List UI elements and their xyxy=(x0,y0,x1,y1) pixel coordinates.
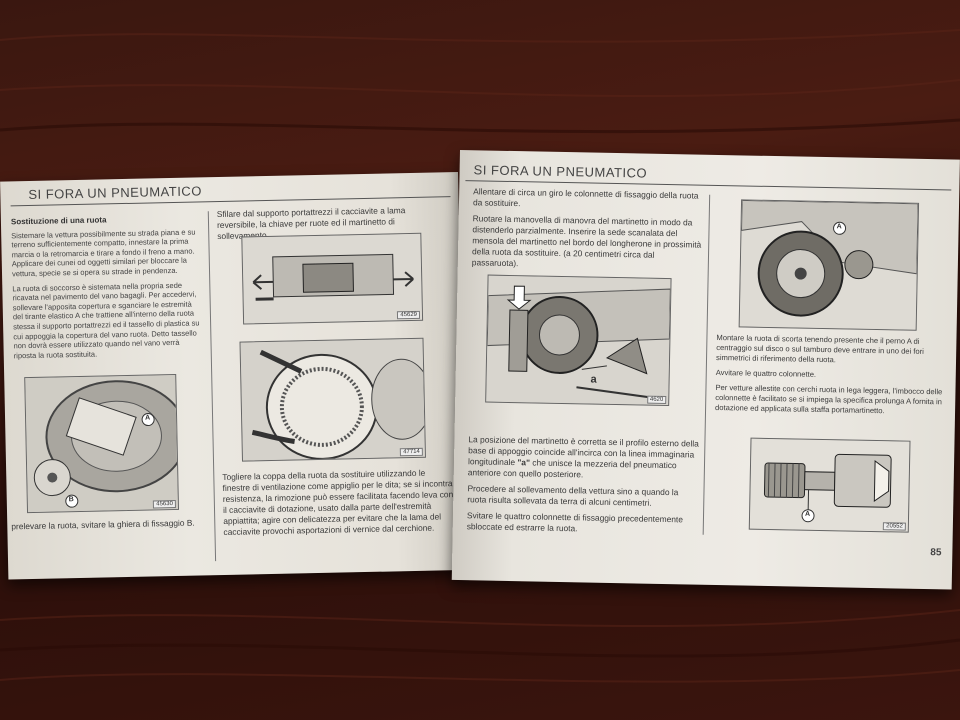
right-page-header: SI FORA UN PNEUMATICO xyxy=(473,162,648,181)
jack-positioning-figure: a 4620 xyxy=(485,274,672,407)
paragraph: La posizione del martinetto è corretta s… xyxy=(468,434,701,482)
right-page: SI FORA UN PNEUMATICO Allentare di circa… xyxy=(451,150,960,590)
figure-code: 47714 xyxy=(400,447,423,457)
paragraph: Procedere al sollevamento della vettura … xyxy=(467,483,679,508)
figure-code: 4620 xyxy=(646,395,667,405)
label-a-lower: a xyxy=(590,373,597,386)
right-column-1: Allentare di circa un giro le colonnette… xyxy=(472,186,704,277)
tool-holder-figure: 45629 xyxy=(241,232,424,325)
figure-code: 45630 xyxy=(153,499,176,509)
left-column-2-text: Togliere la coppa della ruota da sostitu… xyxy=(222,467,455,543)
left-column-divider xyxy=(207,211,217,562)
paragraph: Avvitare le quattro colonnette. xyxy=(715,367,817,379)
paragraph: Allentare di circa un giro le colonnette… xyxy=(472,186,699,209)
extension-socket-figure: A 20552 xyxy=(748,437,911,533)
paragraph: Togliere la coppa della ruota da sostitu… xyxy=(222,467,454,537)
figure-code: 45629 xyxy=(397,310,421,320)
left-page: SI FORA UN PNEUMATICO Sostituzione di un… xyxy=(0,172,467,580)
spare-wheel-mount-figure: A xyxy=(738,199,920,331)
paragraph-bold: "a" xyxy=(517,457,531,468)
paragraph: La ruota di soccorso è sistemata nella p… xyxy=(12,280,200,361)
hubcap-removal-figure: 47714 xyxy=(239,337,426,462)
label-a: A xyxy=(836,223,842,231)
spare-wheel-figure: A B 45630 xyxy=(24,373,180,514)
figure-code: 20552 xyxy=(883,522,906,531)
paragraph: Per vetture allestite con cerchi ruota i… xyxy=(715,382,943,416)
label-a: A xyxy=(805,510,811,518)
page-number: 85 xyxy=(930,547,942,559)
section-heading: Sostituzione di una ruota xyxy=(10,215,107,227)
paragraph: Montare la ruota di scorta tenendo prese… xyxy=(715,332,924,365)
left-column-1: Sostituzione di una ruota Sistemare la v… xyxy=(11,213,204,365)
label-a: A xyxy=(145,414,151,422)
right-column-2: Montare la ruota di scorta tenendo prese… xyxy=(715,333,945,422)
right-column-divider xyxy=(702,194,711,535)
paragraph: Ruotare la manovella di manovra del mart… xyxy=(471,213,702,269)
left-page-header: SI FORA UN PNEUMATICO xyxy=(28,183,202,203)
figure-caption: prelevare la ruota, svitare la ghiera di… xyxy=(11,517,195,532)
paragraph: Sistemare la vettura possibilmente su st… xyxy=(11,227,196,279)
paragraph: Svitare le quattro colonnette di fissagg… xyxy=(466,510,684,534)
right-column-1-lower: La posizione del martinetto è corretta s… xyxy=(467,434,701,541)
label-b: B xyxy=(68,496,74,504)
